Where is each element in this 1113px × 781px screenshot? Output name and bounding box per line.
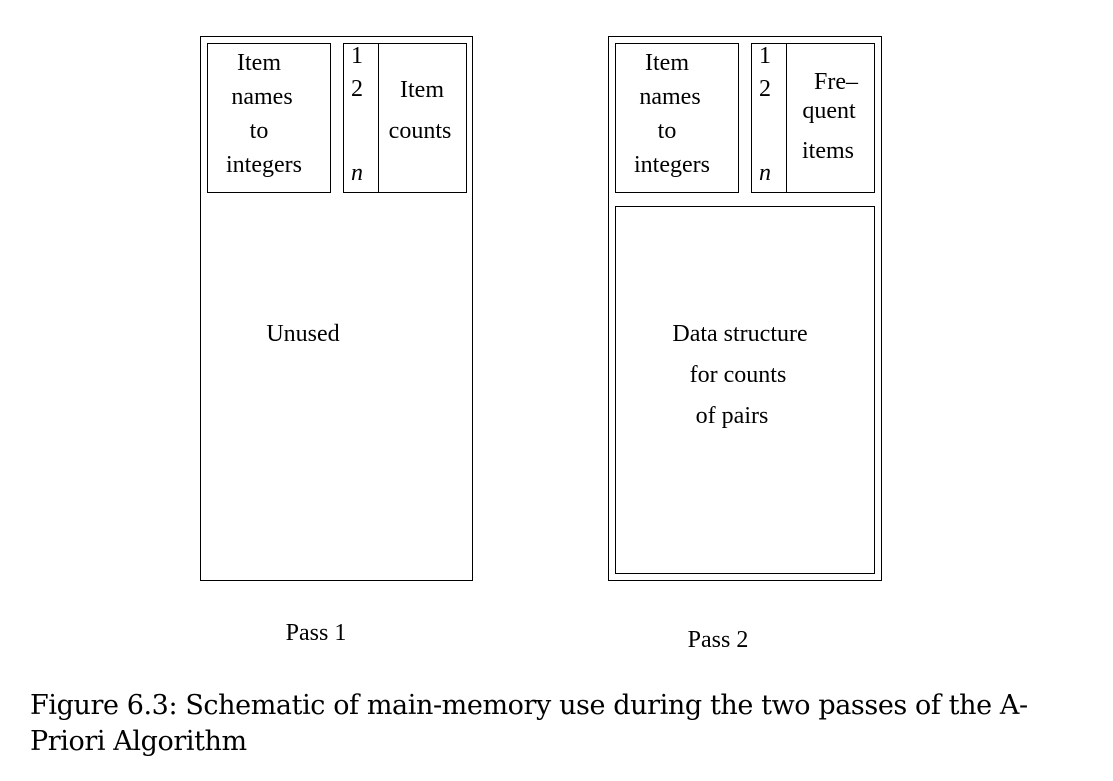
pass2-frequent-line2: quent — [802, 98, 856, 124]
pass2-label: Pass 2 — [687, 627, 749, 653]
pass1-names-line2: names — [231, 84, 293, 110]
pass1-unused-label: Unused — [266, 321, 340, 347]
pass2-pair-counts-box — [615, 206, 875, 574]
pass2-names-line3: to — [657, 118, 677, 144]
pass2-names-line1: Item — [645, 50, 689, 76]
pass2-memory-box — [608, 36, 882, 581]
pass2-names-line2: names — [639, 84, 701, 110]
pass1-names-line4: integers — [226, 152, 302, 178]
pass1-item-names-box — [207, 43, 331, 193]
pass1-index-1: 1 — [351, 43, 363, 69]
pass2-item-names-box — [615, 43, 739, 193]
pass2-index-2: 2 — [759, 76, 771, 102]
pass1-counts-line2: counts — [388, 118, 452, 144]
pass1-label: Pass 1 — [285, 620, 347, 646]
pass2-index-1: 1 — [759, 43, 771, 69]
pass2-frequent-items-box — [786, 43, 875, 193]
pass1-index-2: 2 — [351, 76, 363, 102]
pass1-index-n: n — [351, 160, 363, 186]
pass1-names-line1: Item — [237, 50, 281, 76]
pass1-memory-box — [200, 36, 473, 581]
figure-caption: Figure 6.3: Schematic of main-memory use… — [30, 690, 1028, 757]
pass1-counts-line1: Item — [400, 77, 444, 103]
pass2-frequent-line3: items — [802, 138, 854, 164]
pass2-pairs-line2: for counts — [689, 362, 787, 388]
pass2-frequent-line1: Fre– — [814, 69, 858, 95]
pass2-pairs-line3: of pairs — [695, 403, 769, 429]
pass2-pairs-line1: Data structure — [672, 321, 808, 347]
pass2-names-line4: integers — [634, 152, 710, 178]
pass1-names-line3: to — [249, 118, 269, 144]
pass2-index-n: n — [759, 160, 771, 186]
pass1-item-counts-box — [378, 43, 467, 193]
